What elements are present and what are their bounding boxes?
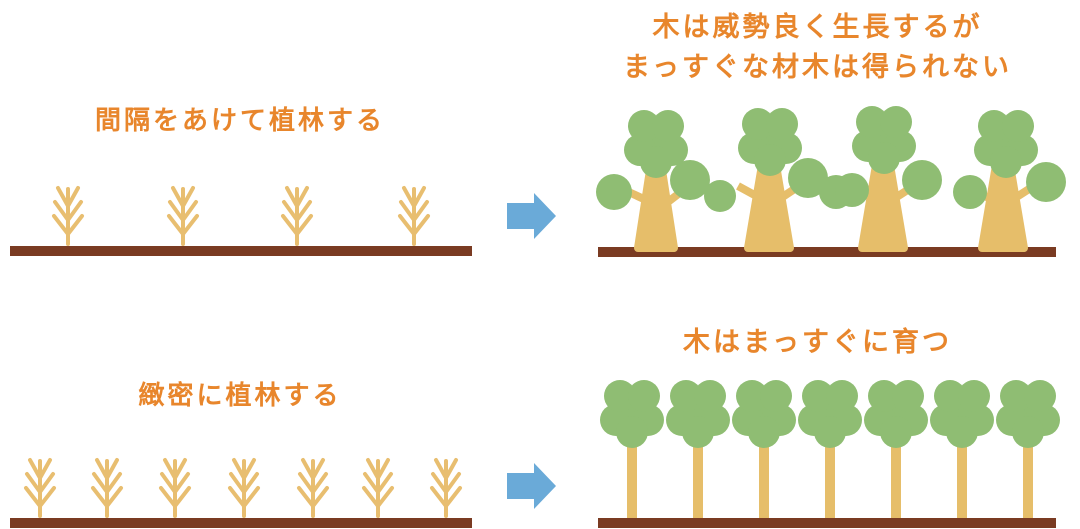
tall-tree-icon <box>666 380 730 518</box>
sapling-icon <box>159 458 191 518</box>
sapling-icon <box>362 458 394 518</box>
sapling-icon <box>167 186 199 246</box>
sapling-icon <box>91 458 123 518</box>
vigorous-growth-caption: 木は威勢良く生長するが まっすぐな材木は得られない <box>565 8 1070 88</box>
sapling-icon <box>281 186 313 246</box>
right-arrow-icon <box>507 193 556 239</box>
tall-tree-icon <box>864 380 928 518</box>
ground-strip <box>10 518 472 528</box>
broad-tree-icon <box>736 108 853 252</box>
sapling-icon <box>24 458 56 518</box>
broad-tree-icon <box>953 110 1066 252</box>
ground-strip <box>598 247 1056 257</box>
broad-tree-icon <box>596 110 736 252</box>
ground-strip <box>10 246 472 256</box>
vigorous-growth-caption-line2: まっすぐな材木は得られない <box>623 52 1012 83</box>
sapling-icon <box>398 186 430 246</box>
straight-growth-caption: 木はまっすぐに育つ <box>683 327 952 358</box>
sapling-icon <box>297 458 329 518</box>
tall-tree-icon <box>930 380 994 518</box>
ground-strip <box>598 518 1056 528</box>
sapling-icon <box>430 458 462 518</box>
broad-tree-icon <box>835 106 942 252</box>
sapling-icon <box>52 186 84 246</box>
sparse-planting-caption: 間隔をあけて植林する <box>94 106 385 136</box>
vigorous-growth-caption-line1: 木は威勢良く生長するが <box>652 12 983 43</box>
sapling-icon <box>228 458 260 518</box>
dense-planting-caption: 緻密に植林する <box>138 381 342 411</box>
tall-tree-icon <box>732 380 796 518</box>
tall-tree-icon <box>600 380 664 518</box>
right-arrow-icon <box>507 463 556 509</box>
tall-tree-icon <box>798 380 862 518</box>
tall-tree-icon <box>996 380 1060 518</box>
